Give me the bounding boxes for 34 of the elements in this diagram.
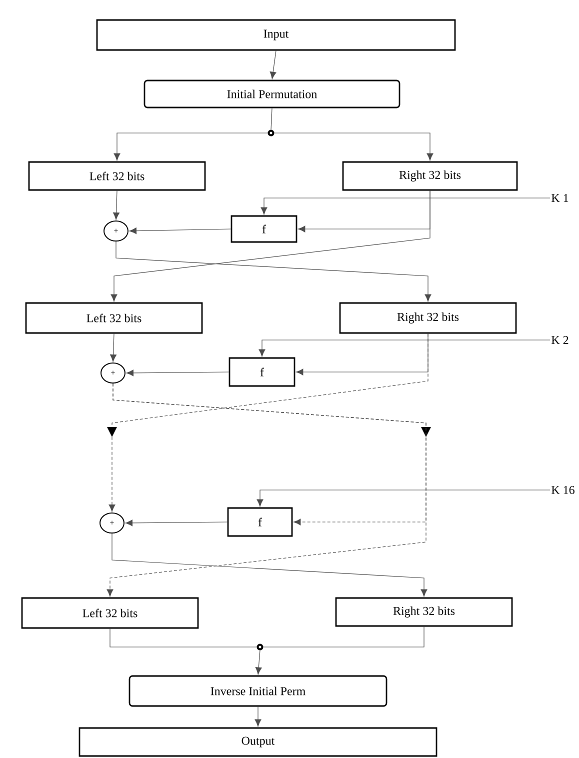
arrow	[110, 190, 430, 302]
arrow	[125, 520, 228, 526]
process-box: Left 32 bits	[28, 161, 206, 191]
arrow	[107, 333, 428, 512]
arrow	[258, 340, 550, 357]
process-box: Right 32 bits	[335, 597, 513, 627]
process-box: Initial Permutation	[144, 80, 400, 108]
process-box: Left 32 bits	[21, 597, 199, 629]
process-box: Input	[96, 19, 456, 51]
arrow	[110, 333, 116, 362]
key-label: K 16	[552, 486, 574, 494]
arrow	[270, 50, 276, 80]
function-box: f	[230, 215, 298, 243]
arrow	[113, 190, 120, 220]
process-box: Right 32 bits	[339, 302, 517, 334]
arrow	[112, 533, 428, 597]
arrow	[106, 383, 426, 597]
function-box: f	[228, 357, 296, 387]
arrow	[254, 706, 262, 727]
key-label: K 1	[552, 194, 568, 202]
key-label: K 2	[552, 336, 568, 344]
arrow	[126, 370, 230, 376]
function-box: f	[227, 507, 293, 537]
arrow	[114, 132, 268, 161]
arrow	[129, 228, 232, 234]
arrow	[260, 198, 550, 215]
arrow	[256, 490, 550, 507]
process-box: Left 32 bits	[25, 302, 203, 334]
arrow	[274, 132, 434, 161]
arrow	[255, 650, 262, 675]
process-box: Inverse Initial Perm	[128, 675, 388, 707]
arrow	[116, 241, 432, 302]
process-box: Output	[78, 727, 438, 757]
process-box: Right 32 bits	[342, 161, 518, 191]
